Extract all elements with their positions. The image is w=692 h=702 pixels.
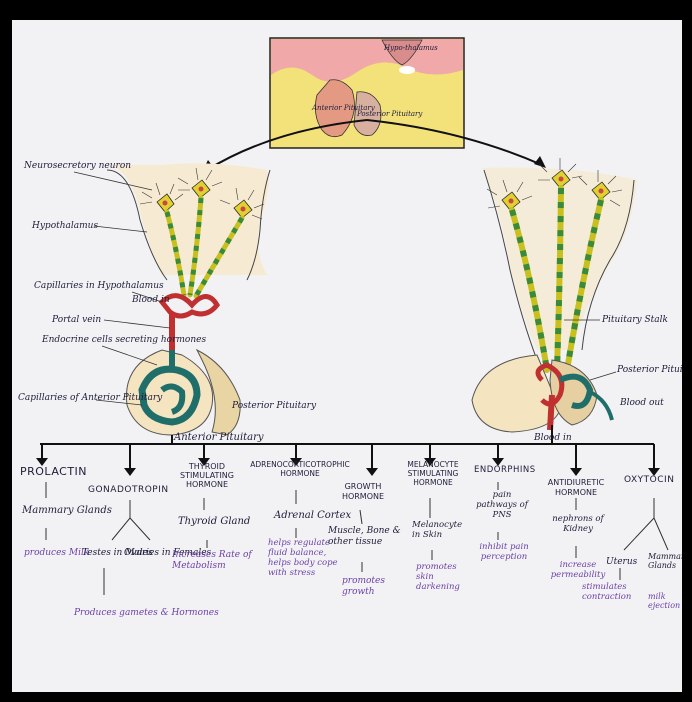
posterior-left-label: Posterior Pituitary — [231, 401, 317, 411]
posterior-right-label: Posterior Pituitary — [616, 365, 682, 375]
hormone-endorphins: ENDORPHINS pain pathways of PNS inhibit … — [474, 465, 536, 578]
gonadotropin-name: GONADOTROPIN — [88, 485, 169, 495]
oxytocin-effect-a: stimulates contraction — [582, 582, 646, 602]
oxytocin-name: OXYTOCIN — [624, 475, 674, 485]
adh-target: nephrons of Kidney — [550, 514, 606, 534]
acth-name: ADRENOCORTICOTROPHIC HORMONE — [250, 460, 350, 478]
acth-target: Adrenal Cortex — [273, 510, 351, 521]
adh-effect: increase permeability — [546, 560, 610, 580]
tsh-target: Thyroid Gland — [178, 516, 250, 527]
endorphins-name: ENDORPHINS — [474, 465, 536, 475]
blood-out-label: Blood out — [619, 398, 664, 408]
gonadotropin-effect: Produces gametes & Hormones — [73, 608, 219, 618]
growth-name: GROWTH HORMONE — [328, 482, 398, 502]
diagram-sheet: Hypo-thalamus Anterior Pituitary Posteri… — [12, 20, 682, 692]
oxytocin-target-a: Uterus — [606, 557, 638, 567]
hypothalamus-label: Hypothalamus — [31, 221, 98, 231]
msh-target: Melanocyte in Skin — [412, 520, 462, 540]
pituitary-stalk-label: Pituitary Stalk — [601, 315, 668, 325]
tsh-name: THYROID STIMULATING HORMONE — [162, 462, 252, 489]
endocrine-label: Endocrine cells secreting hormones — [41, 335, 206, 345]
inset-hypothalamus-label: Hypo-thalamus — [383, 44, 438, 52]
oxytocin-target-b: Mammary Glands — [648, 552, 682, 570]
hormone-prolactin: PROLACTIN Mammary Glands produces Milk — [20, 465, 112, 558]
msh-effect: promotes skin darkening — [416, 562, 476, 592]
endorphins-effect: inhibit pain perception — [474, 542, 534, 562]
adh-name: ANTIDIURETIC HORMONE — [538, 478, 614, 498]
prolactin-target: Mammary Glands — [21, 505, 112, 516]
prolactin-effect: produces Milk — [24, 548, 89, 558]
posterior-drawing — [472, 158, 637, 432]
capillaries-anterior-label: Capillaries of Anterior Pituitary — [18, 393, 163, 403]
oxytocin-effect-b: milk ejection — [648, 592, 682, 610]
inset-posterior-label: Posterior Pituitary — [356, 110, 423, 118]
endorphins-target: pain pathways of PNS — [474, 490, 530, 520]
portal-vein-label: Portal vein — [51, 315, 101, 325]
anterior-pituitary-label: Anterior Pituitary — [173, 432, 264, 443]
hormone-adh: ANTIDIURETIC HORMONE nephrons of Kidney … — [538, 478, 614, 590]
capillaries-hypothalamus-label: Capillaries in Hypothalamus — [34, 281, 164, 291]
prolactin-name: PROLACTIN — [20, 465, 87, 478]
blood-in-left-label: Blood in — [131, 295, 170, 305]
growth-target: Muscle, Bone & other tissue — [328, 526, 408, 548]
tsh-effect: Increases Rate of Metabolism — [172, 550, 272, 572]
neurosecretory-label: Neurosecretory neuron — [23, 161, 131, 171]
pituitary-diagram: Hypo-thalamus Anterior Pituitary Posteri… — [12, 20, 682, 692]
growth-effect: promotes growth — [342, 576, 412, 598]
msh-name: MELANOCYTE STIMULATING HORMONE — [390, 460, 476, 487]
